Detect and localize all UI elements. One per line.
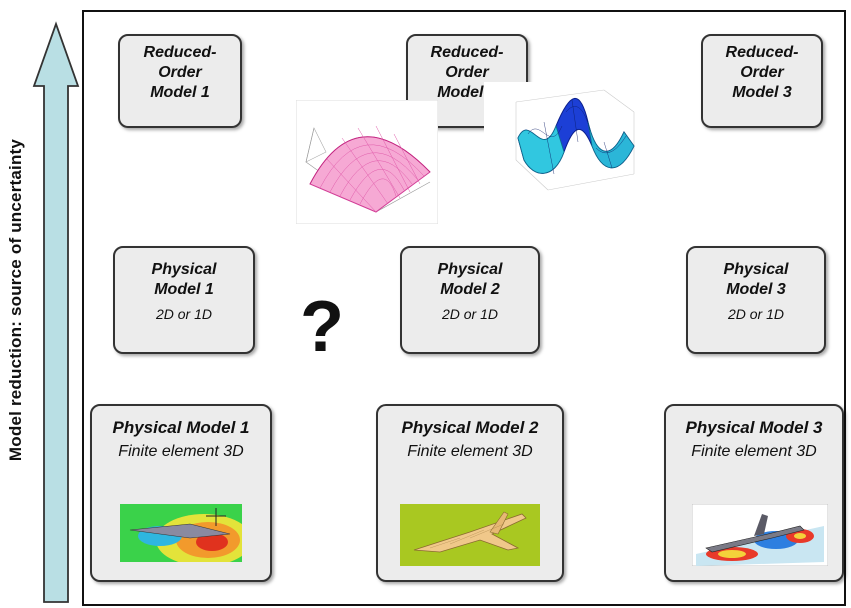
- fe-3-sub: Finite element 3D: [691, 443, 817, 460]
- physical-2d-3-title2: Model 3: [726, 281, 786, 298]
- physical-2d-2-sub: 2D or 1D: [441, 306, 499, 322]
- physical-2d-2-title2: Model 2: [440, 281, 500, 298]
- surface-plot-paraboloid: [296, 100, 438, 224]
- rom-1-line3: Model 1: [150, 84, 210, 101]
- fe-1-title: Physical Model 1: [112, 418, 250, 437]
- rom-box-3: Reduced- Order Model 3: [701, 34, 823, 128]
- rom-2-line3: Model 2: [437, 84, 497, 101]
- question-mark: ?: [300, 287, 344, 367]
- rom-2-line2: Order: [445, 64, 489, 81]
- physical-2d-1-sub: 2D or 1D: [155, 306, 213, 322]
- rom-box-1: Reduced- Order Model 1: [118, 34, 242, 128]
- rom-1-line2: Order: [158, 64, 202, 81]
- rom-3-line3: Model 3: [732, 84, 792, 101]
- fe-1-sub: Finite element 3D: [118, 443, 244, 460]
- fe-2-title: Physical Model 2: [401, 418, 539, 437]
- surface-plot-wave: [484, 82, 652, 216]
- fe-box-3: Physical Model 3 Finite element 3D: [664, 404, 844, 582]
- y-axis-label: Model reduction: source of uncertainty: [6, 138, 25, 462]
- uncertainty-axis-arrow: [32, 21, 80, 603]
- fe-3-title: Physical Model 3: [685, 418, 823, 437]
- physical-2d-1-title1: Physical: [151, 261, 217, 278]
- physical-2d-1-title2: Model 1: [154, 281, 214, 298]
- fe-1-pressure-field-image: [120, 504, 242, 562]
- physical-2d-3-title1: Physical: [723, 261, 789, 278]
- rom-3-line1: Reduced-: [725, 44, 799, 61]
- fe-box-2: Physical Model 2 Finite element 3D: [376, 404, 564, 582]
- physical-2d-box-3: Physical Model 3 2D or 1D: [686, 246, 826, 354]
- physical-2d-box-2: Physical Model 2 2D or 1D: [400, 246, 540, 354]
- physical-2d-2-title1: Physical: [437, 261, 503, 278]
- fe-box-1: Physical Model 1 Finite element 3D: [90, 404, 272, 582]
- fe-3-flow-field-image: [692, 504, 828, 566]
- physical-2d-box-1: Physical Model 1 2D or 1D: [113, 246, 255, 354]
- rom-3-line2: Order: [740, 64, 784, 81]
- physical-2d-3-sub: 2D or 1D: [727, 306, 785, 322]
- rom-2-line1: Reduced-: [430, 44, 504, 61]
- fe-2-aircraft-mesh-image: [400, 504, 540, 566]
- fe-2-sub: Finite element 3D: [407, 443, 533, 460]
- rom-1-line1: Reduced-: [143, 44, 217, 61]
